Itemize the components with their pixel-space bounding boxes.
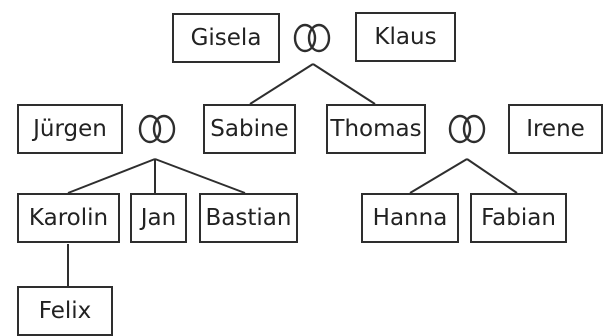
person-karolin: Karolin [17,193,120,243]
person-klaus: Klaus [355,12,456,62]
connector-juergen-sabine-to-bastian [154,158,246,194]
person-irene: Irene [508,104,603,154]
person-bastian: Bastian [199,193,298,243]
connector-thomas-irene-to-fabian [466,158,518,194]
marriage-rings-icon [448,114,486,144]
connector-gisela-klaus-to-thomas [312,63,376,105]
marriage-rings-icon [138,114,176,144]
person-jan: Jan [130,193,187,243]
person-gisela: Gisela [172,13,280,63]
connector-thomas-irene-to-hanna [409,158,468,194]
connector-juergen-sabine-to-karolin [67,158,156,194]
person-hanna: Hanna [361,193,459,243]
person-fabian: Fabian [470,193,567,243]
person-felix: Felix [17,286,113,336]
person-thomas: Thomas [326,104,426,154]
connector-gisela-klaus-to-sabine [249,63,314,105]
person-sabine: Sabine [203,104,296,154]
person-juergen: Jürgen [17,104,123,154]
marriage-rings-icon [293,23,331,53]
